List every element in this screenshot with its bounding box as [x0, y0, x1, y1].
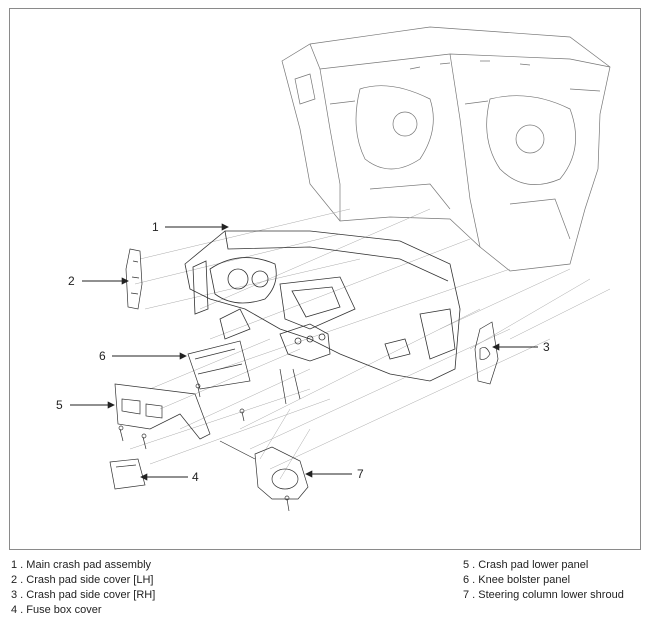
crash-pad-side-cover-rh — [474, 321, 499, 385]
legend-item-4: 4 . Fuse box cover — [11, 604, 102, 616]
legend-item-3: 3 . Crash pad side cover [RH] — [11, 589, 156, 601]
crash-pad-lower-panel — [114, 383, 211, 440]
main-crash-pad-assembly — [184, 230, 461, 382]
callout-number-5: 5 — [56, 398, 63, 412]
legend-item-6: 6 . Knee bolster panel — [463, 574, 571, 586]
legend-left-column: 1 . Main crash pad assembly 2 . Crash pa… — [11, 558, 155, 618]
legend-item-2: 2 . Crash pad side cover [LH] — [11, 574, 154, 586]
firewall-structure — [281, 26, 611, 272]
legend-item-1: 1 . Main crash pad assembly — [11, 559, 152, 571]
crash-pad-side-cover-lh — [125, 248, 143, 310]
callout-number-3: 3 — [543, 340, 550, 354]
explosion-guide-lines — [129, 208, 611, 480]
knee-bolster-panel — [187, 340, 251, 390]
callout-number-7: 7 — [357, 467, 364, 481]
callout-number-4: 4 — [192, 470, 199, 484]
legend-item-5: 5 . Crash pad lower panel — [463, 559, 589, 571]
legend-item-7: 7 . Steering column lower shroud — [463, 589, 624, 601]
legend-right-column: 5 . Crash pad lower panel 6 . Knee bolst… — [463, 558, 624, 603]
exploded-view-drawing: 1 2 3 4 5 6 7 — [56, 26, 611, 512]
callout-number-6: 6 — [99, 349, 106, 363]
callout-number-2: 2 — [68, 274, 75, 288]
callout-number-1: 1 — [152, 220, 159, 234]
fuse-box-cover — [109, 458, 146, 490]
fasteners — [118, 368, 301, 512]
steering-column-lower-shroud — [219, 440, 309, 500]
diagram-frame: 1 2 3 4 5 6 7 — [9, 8, 641, 550]
